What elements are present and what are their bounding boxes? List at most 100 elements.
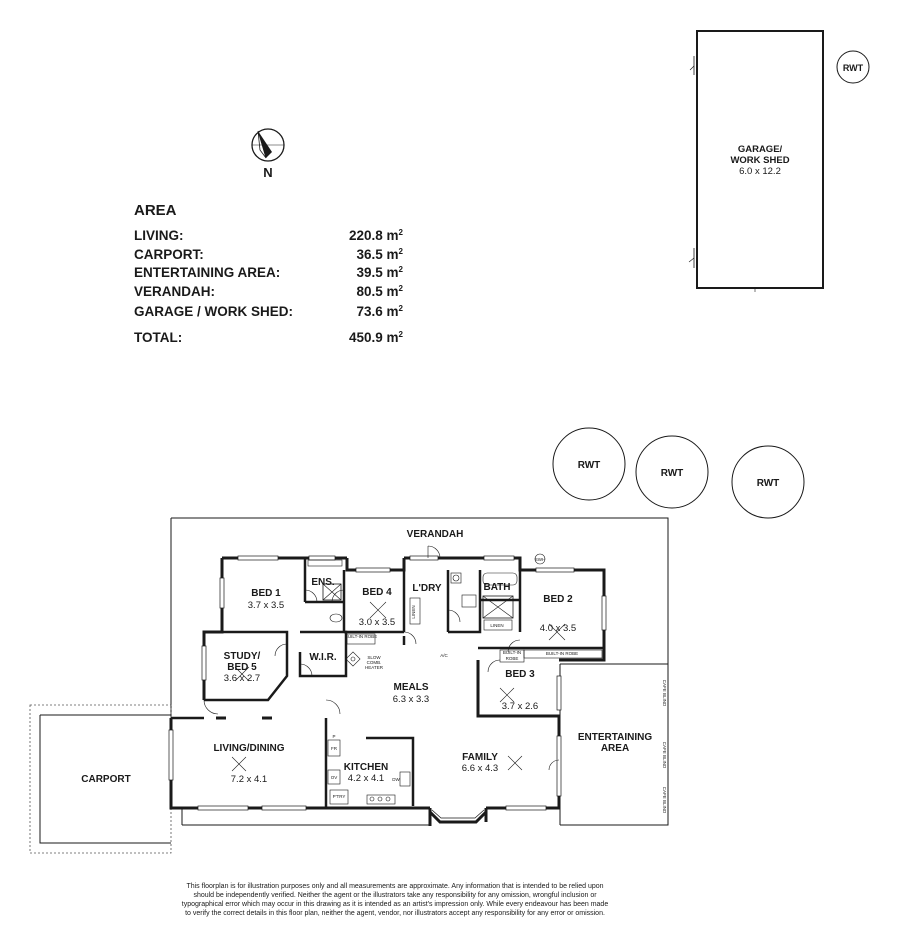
fixture-label-heater: COMB. <box>367 660 382 665</box>
area-row-carport: CARPORT: 36.5 m2 <box>134 247 404 262</box>
fixture-label-fridge: FR <box>331 746 338 751</box>
doors <box>203 545 560 771</box>
room-label-family: FAMILY <box>462 752 498 763</box>
disclaimer-line: should be independently verified. Neithe… <box>193 892 597 899</box>
fixture-label-pantry: P <box>332 734 335 739</box>
area-total-value: 450.9 m2 <box>349 330 404 345</box>
compass-north-label: N <box>263 165 272 180</box>
area-row-total: TOTAL: 450.9 m2 <box>134 330 404 345</box>
garage-label: WORK SHED <box>730 155 789 166</box>
bay-window-glass <box>431 809 485 819</box>
area-row-value: 73.6 m2 <box>356 304 403 319</box>
fixture-label-robe: BUILT-IN <box>503 650 521 655</box>
rainwater-tank: RWT <box>731 445 805 519</box>
interior-walls <box>171 558 604 808</box>
ensuite-fixtures <box>307 559 343 623</box>
area-row-verandah: VERANDAH: 80.5 m2 <box>134 284 404 299</box>
fixture-label-heater: SLOW <box>367 655 381 660</box>
disclaimer-line: to verify the correct details in this fl… <box>185 910 605 917</box>
laundry-fixtures <box>409 572 477 625</box>
fixture-label-cafe-blind: CAFE BLIND <box>662 742 667 769</box>
room-size-meals: 6.3 x 3.3 <box>393 694 429 705</box>
room-label-meals: MEALS <box>394 682 429 693</box>
room-size-bed2: 4.0 x 3.5 <box>540 623 576 634</box>
heater-icon <box>345 651 361 667</box>
room-size-study: 3.6 x 2.7 <box>224 673 260 684</box>
fixture-label-heater: HEATER <box>365 665 384 670</box>
area-row-garage: GARAGE / WORK SHED: 73.6 m2 <box>134 304 404 319</box>
fixture-label-linen: LINEN <box>411 605 416 618</box>
area-row-label: CARPORT: <box>134 247 204 262</box>
room-label-bed2: BED 2 <box>543 594 573 605</box>
svg-text:RWT: RWT <box>757 478 780 489</box>
room-label-study: BED 5 <box>227 662 257 673</box>
fixture-label-robe: BUILT-IN ROBE <box>546 651 578 656</box>
area-row-value: 36.5 m2 <box>356 247 403 262</box>
area-row-label: GARAGE / WORK SHED: <box>134 304 293 319</box>
svg-text:RWT: RWT <box>843 63 864 73</box>
fixture-label-robe: BUILT-IN ROBE <box>345 634 377 639</box>
swh-icon <box>534 553 546 565</box>
room-label-bath: BATH <box>483 582 510 593</box>
rainwater-tank: RWT <box>635 435 709 509</box>
carport-outline <box>39 714 171 844</box>
area-title: AREA <box>134 202 177 219</box>
area-row-living: LIVING: 220.8 m2 <box>134 228 404 243</box>
fixture-label-cafe-blind: CAFE BLIND <box>662 787 667 814</box>
ceiling-fan-icon <box>231 601 566 772</box>
disclaimer-line: This floorplan is for illustration purpo… <box>186 883 603 890</box>
fixture-label-ac: A/C <box>440 653 448 658</box>
room-size-kitchen: 4.2 x 4.1 <box>348 773 384 784</box>
robes <box>346 633 603 663</box>
area-row-label: VERANDAH: <box>134 284 215 299</box>
room-label-entertaining: AREA <box>601 743 629 754</box>
area-row-value: 220.8 m2 <box>349 228 404 243</box>
room-label-study: STUDY/ <box>224 651 261 662</box>
rainwater-tank: RWT <box>836 50 870 84</box>
area-row-label: ENTERTAINING AREA: <box>134 265 280 280</box>
room-size-bed4: 3.0 x 3.5 <box>359 617 395 628</box>
fixture-label-linen: LINEN <box>490 623 503 628</box>
fixture-label-robe: ROBE <box>506 656 519 661</box>
area-row-label: LIVING: <box>134 228 184 243</box>
bay-window <box>428 808 488 826</box>
room-label-kitchen: KITCHEN <box>344 762 388 773</box>
area-row-entertaining: ENTERTAINING AREA: 39.5 m2 <box>134 265 404 280</box>
rainwater-tank: RWT <box>552 427 626 501</box>
room-label-bed1: BED 1 <box>251 588 281 599</box>
garage-size: 6.0 x 12.2 <box>739 166 781 177</box>
fixture-label-oven: OV <box>331 775 338 780</box>
svg-text:RWT: RWT <box>578 460 601 471</box>
bed3-walls <box>476 660 561 808</box>
area-total-label: TOTAL: <box>134 330 182 345</box>
garage-work-shed <box>688 30 824 292</box>
room-size-bed3: 3.7 x 2.6 <box>502 701 538 712</box>
room-label-bed3: BED 3 <box>505 669 535 680</box>
area-row-value: 80.5 m2 <box>356 284 403 299</box>
room-label-bed4: BED 4 <box>362 587 392 598</box>
disclaimer-line: typographical error which may occur in t… <box>182 901 609 908</box>
room-size-living: 7.2 x 4.1 <box>231 774 267 785</box>
room-size-family: 6.6 x 4.3 <box>462 763 498 774</box>
bath-fixtures <box>482 572 518 631</box>
room-label-wir: W.I.R. <box>309 652 336 663</box>
area-row-value: 39.5 m2 <box>356 265 403 280</box>
room-label-verandah: VERANDAH <box>407 529 464 540</box>
windows <box>168 555 607 811</box>
room-label-living: LIVING/DINING <box>213 743 284 754</box>
north-compass-icon <box>251 128 285 162</box>
verandah-outline <box>170 517 669 826</box>
room-label-laundry: L'DRY <box>412 583 442 594</box>
carport-outline <box>29 704 172 854</box>
fixture-label-cafe-blind: CAFE BLIND <box>662 680 667 707</box>
garage-label: GARAGE/ <box>738 144 783 155</box>
room-label-entertaining: ENTERTAINING <box>578 732 652 743</box>
svg-text:RWT: RWT <box>661 468 684 479</box>
kitchen-appliances <box>327 739 411 805</box>
fixture-label-pantry: P'TRY <box>333 794 346 799</box>
room-label-carport: CARPORT <box>81 774 130 785</box>
fixture-label-dishwasher: DW <box>392 777 400 782</box>
room-size-bed1: 3.7 x 3.5 <box>248 600 284 611</box>
fixture-label-swh: SWH <box>535 557 546 562</box>
